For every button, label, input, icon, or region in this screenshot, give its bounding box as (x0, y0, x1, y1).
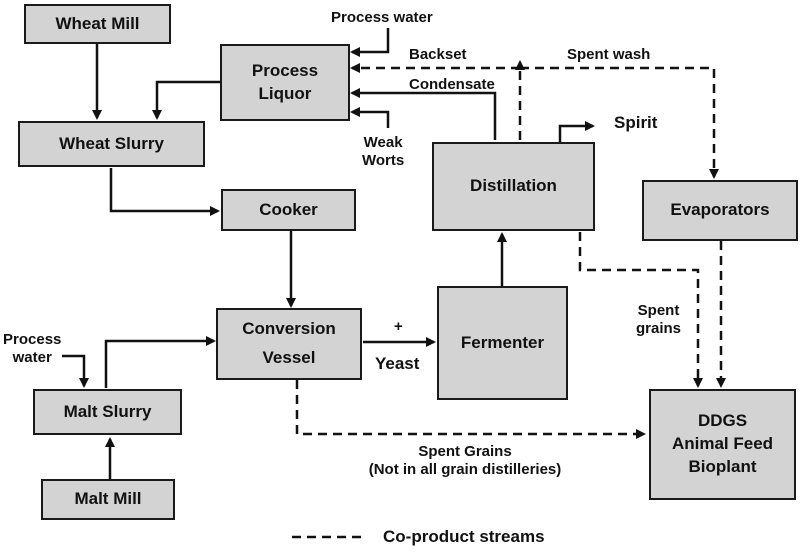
wheat-slurry-label: Wheat Slurry (59, 133, 164, 153)
ddgs-line3: Bioplant (688, 456, 757, 476)
arrow-malt-slurry-to-conversion (104, 336, 216, 388)
arrow-distillation-to-spirit (558, 121, 595, 142)
cooker-box: Cooker (221, 189, 356, 231)
weak-worts-line2: Worts (362, 152, 405, 169)
spent-grains-right-label: Spent grains (636, 302, 681, 338)
dashed-spent-grains-right (578, 232, 703, 388)
spent-grains-bottom-line2: (Not in all grain distilleries) (368, 461, 562, 478)
yeast-label: Yeast (375, 354, 420, 373)
distillation-label: Distillation (470, 176, 557, 196)
process-water-left-line2: water (12, 349, 52, 366)
wheat-slurry-box: Wheat Slurry (18, 121, 205, 167)
spirit-label: Spirit (614, 113, 658, 132)
fermenter-label: Fermenter (460, 332, 545, 352)
process-liquor-line2: Liquor (258, 83, 312, 103)
cooker-label: Cooker (259, 199, 318, 219)
process-liquor-line1: Process (251, 60, 319, 80)
plus-label: + (394, 318, 403, 335)
dashed-spent-grains-bottom (295, 380, 646, 439)
fermenter-box: Fermenter (437, 286, 568, 400)
wheat-mill-label: Wheat Mill (55, 13, 140, 33)
ddgs-box: DDGS Animal Feed Bioplant (649, 389, 796, 500)
process-water-top-label: Process water (331, 9, 433, 26)
evaporators-label: Evaporators (670, 200, 770, 220)
weak-worts-line1: Weak (363, 134, 403, 151)
conversion-vessel-box: Conversion Vessel (216, 308, 362, 380)
weak-worts-label: Weak Worts (362, 134, 404, 170)
process-water-left-label: Process water (3, 331, 61, 367)
conversion-vessel-line1: Conversion (242, 319, 336, 339)
distillation-box: Distillation (432, 142, 595, 231)
malt-mill-label: Malt Mill (74, 489, 142, 509)
malt-mill-box: Malt Mill (41, 479, 175, 520)
arrow-slurry-to-cooker (109, 168, 220, 216)
evaporators-box: Evaporators (642, 180, 798, 241)
backset-label: Backset (409, 46, 467, 63)
spent-grains-right-line2: grains (636, 320, 682, 337)
arrow-liquor-to-slurry (152, 80, 220, 120)
ddgs-line1: DDGS (697, 411, 748, 431)
process-water-left-line1: Process (3, 331, 62, 348)
spent-grains-bottom-line1: Spent Grains (418, 443, 512, 460)
malt-slurry-label: Malt Slurry (63, 401, 152, 421)
legend-label: Co-product streams (383, 527, 545, 546)
spent-wash-label: Spent wash (567, 46, 651, 63)
conversion-vessel-line2: Vessel (262, 348, 316, 367)
malt-slurry-box: Malt Slurry (33, 389, 182, 435)
process-liquor-box: Process Liquor (220, 44, 350, 121)
arrow-process-water-to-malt (62, 354, 89, 388)
arrow-process-water-to-liquor (350, 28, 390, 57)
dashed-spent-wash (520, 66, 719, 179)
arrow-weak-worts-to-liquor (350, 107, 390, 128)
spent-grains-bottom-label: Spent Grains (Not in all grain distiller… (352, 443, 578, 479)
ddgs-line2: Animal Feed (671, 434, 774, 454)
spent-grains-right-line1: Spent (637, 302, 680, 319)
wheat-mill-box: Wheat Mill (24, 4, 171, 44)
condensate-label: Condensate (409, 76, 495, 93)
arrow-condensate-to-liquor (350, 88, 497, 140)
